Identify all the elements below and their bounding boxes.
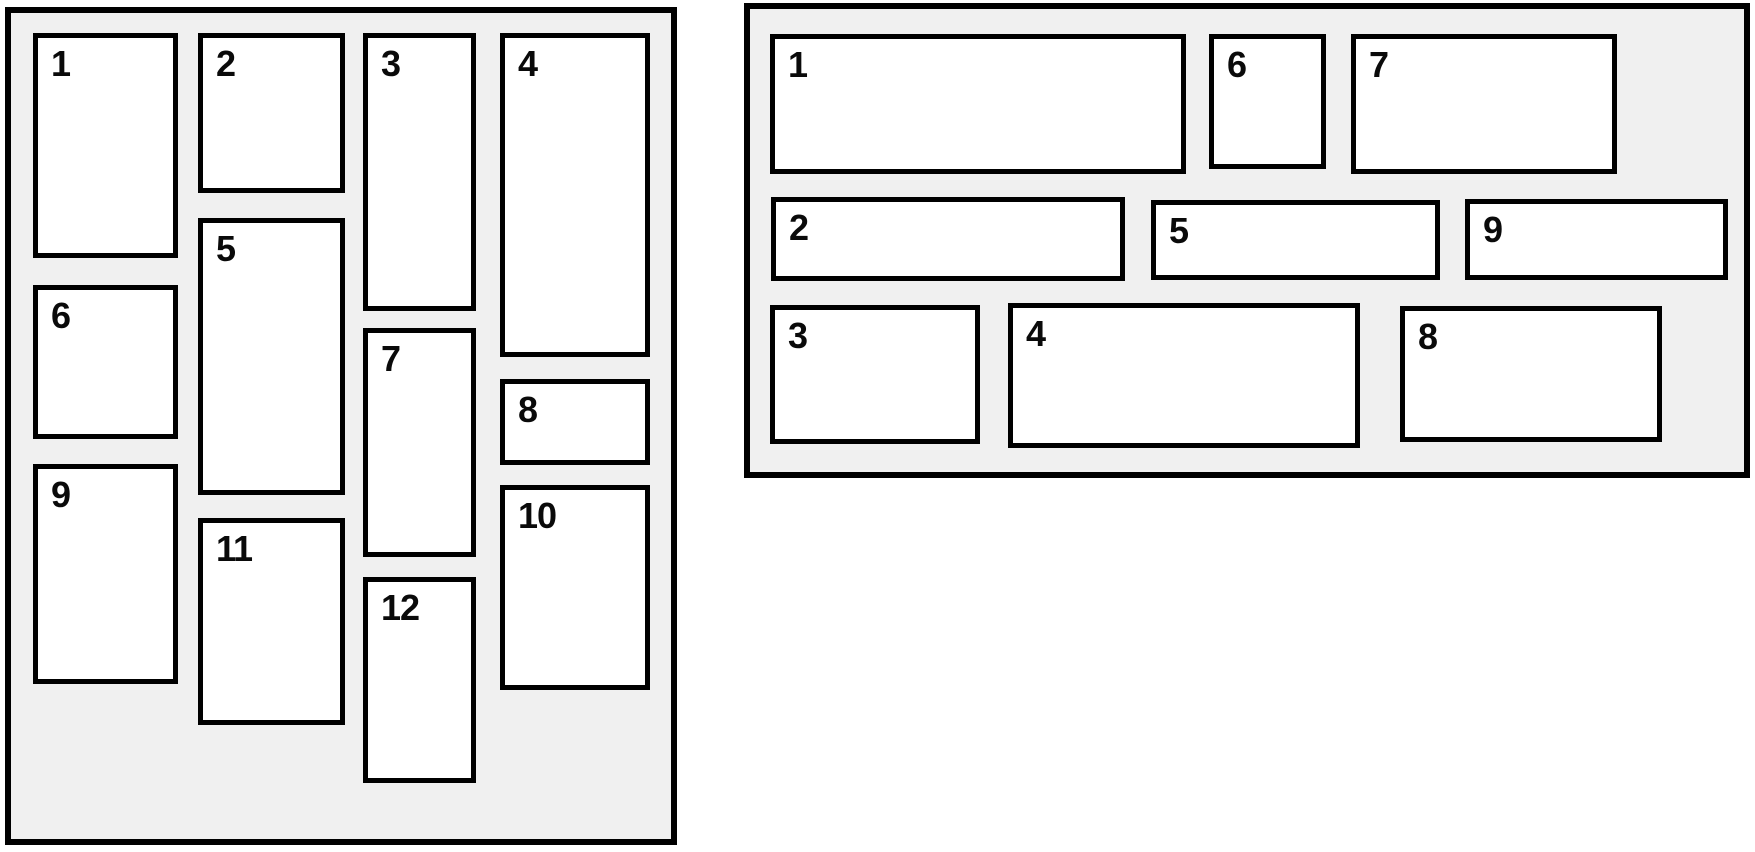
left-masonry-item-12: 12 — [363, 577, 476, 783]
item-label: 8 — [1418, 316, 1438, 357]
item-label: 11 — [216, 528, 253, 569]
item-label: 1 — [788, 44, 808, 85]
item-label: 6 — [1227, 44, 1247, 85]
right-masonry-item-8: 8 — [1400, 306, 1662, 442]
right-masonry-item-4: 4 — [1008, 303, 1360, 448]
horizontal-masonry-panel: 1 6 7 2 5 9 3 4 8 — [744, 3, 1750, 478]
vertical-masonry-panel: 1 2 3 4 5 6 7 8 9 10 11 12 — [5, 7, 677, 845]
right-masonry-item-7: 7 — [1351, 34, 1617, 174]
right-masonry-item-1: 1 — [770, 34, 1186, 174]
left-masonry-item-3: 3 — [363, 33, 476, 311]
left-masonry-item-2: 2 — [198, 33, 345, 193]
item-label: 4 — [1026, 313, 1046, 354]
left-masonry-item-1: 1 — [33, 33, 178, 258]
left-masonry-item-10: 10 — [500, 485, 650, 690]
item-label: 2 — [216, 43, 236, 84]
left-masonry-item-4: 4 — [500, 33, 650, 357]
item-label: 3 — [381, 43, 401, 84]
item-label: 12 — [381, 587, 420, 628]
item-label: 10 — [518, 495, 557, 536]
item-label: 4 — [518, 43, 538, 84]
item-label: 7 — [1369, 44, 1389, 85]
right-masonry-item-2: 2 — [771, 197, 1125, 281]
item-label: 9 — [51, 474, 71, 515]
item-label: 9 — [1483, 209, 1503, 250]
left-masonry-item-7: 7 — [363, 328, 476, 557]
item-label: 5 — [1169, 210, 1189, 251]
item-label: 6 — [51, 295, 71, 336]
item-label: 1 — [51, 43, 71, 84]
left-masonry-item-8: 8 — [500, 379, 650, 465]
item-label: 2 — [789, 207, 809, 248]
item-label: 5 — [216, 228, 236, 269]
right-masonry-item-6: 6 — [1209, 34, 1326, 169]
item-label: 3 — [788, 315, 808, 356]
left-masonry-item-5: 5 — [198, 218, 345, 495]
left-masonry-item-11: 11 — [198, 518, 345, 725]
item-label: 7 — [381, 338, 401, 379]
right-masonry-item-9: 9 — [1465, 199, 1728, 280]
left-masonry-item-9: 9 — [33, 464, 178, 684]
right-masonry-item-5: 5 — [1151, 200, 1440, 280]
left-masonry-item-6: 6 — [33, 285, 178, 439]
item-label: 8 — [518, 389, 538, 430]
right-masonry-item-3: 3 — [770, 305, 980, 444]
